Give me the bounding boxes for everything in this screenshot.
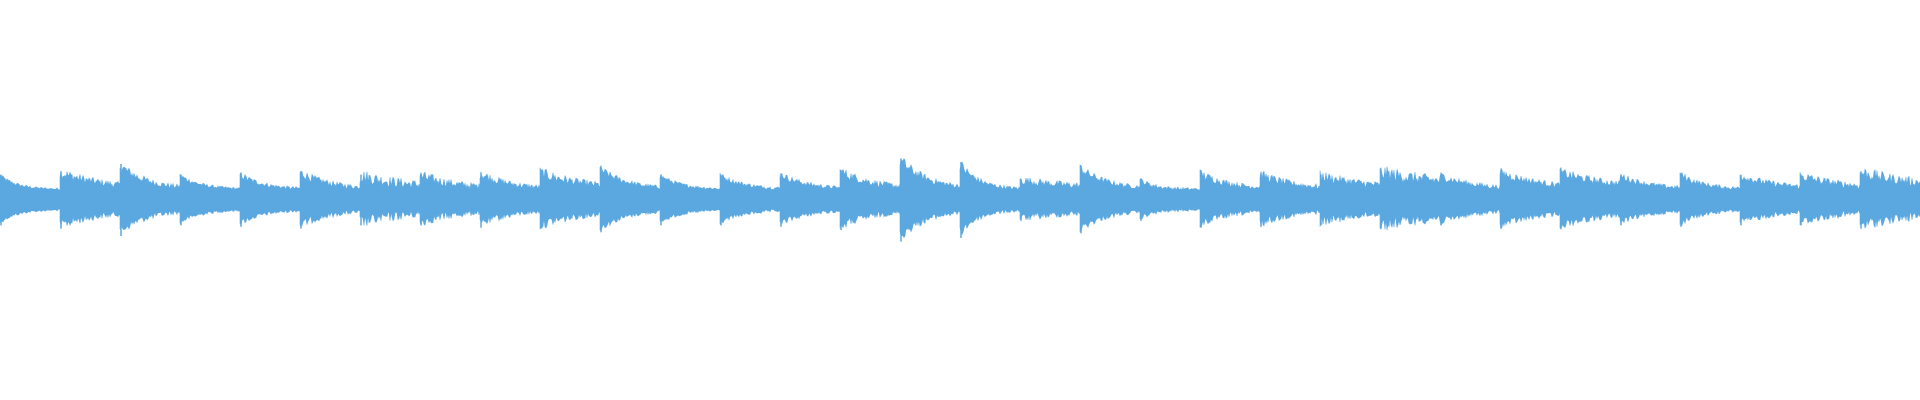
waveform-note-segment [1259,170,1321,227]
waveform-note-segment [359,171,421,226]
waveform-note-segment [1799,172,1861,226]
waveform-note-segment [1499,167,1561,230]
waveform-note-segment [779,173,841,224]
waveform-note-segment [1199,169,1261,228]
waveform-note-segment [299,170,361,227]
waveform-note-segment [1019,177,1081,220]
waveform-note-segment [59,170,121,227]
waveform-note-segment [1859,168,1920,229]
waveform-note-segment [1439,172,1501,226]
waveform-note-segment [1679,172,1741,227]
waveform-note-segment [719,173,781,225]
waveform-note-segment [1139,177,1201,221]
waveform-note-segment [599,164,661,232]
waveform-note-segment [1079,164,1141,233]
waveform-note-segment [239,171,301,226]
waveform-note-segment [479,173,541,225]
waveform-note-segment [0,174,61,223]
waveform-note-segment [1319,170,1381,227]
waveform-note-segment [179,173,241,224]
waveform-note-segment [1559,166,1621,230]
waveform-note-segment [1619,173,1681,224]
waveform-note-segment [899,158,961,238]
waveform-note-segment [959,161,1021,235]
waveform-note-segment [1379,166,1441,231]
waveform-note-segment [119,166,181,231]
waveform-note-segment [839,168,901,229]
waveform-note-segment [539,167,601,230]
waveform-note-segment [659,173,721,224]
waveform-note-segment [1739,175,1801,223]
waveform-note-segment [419,171,481,226]
